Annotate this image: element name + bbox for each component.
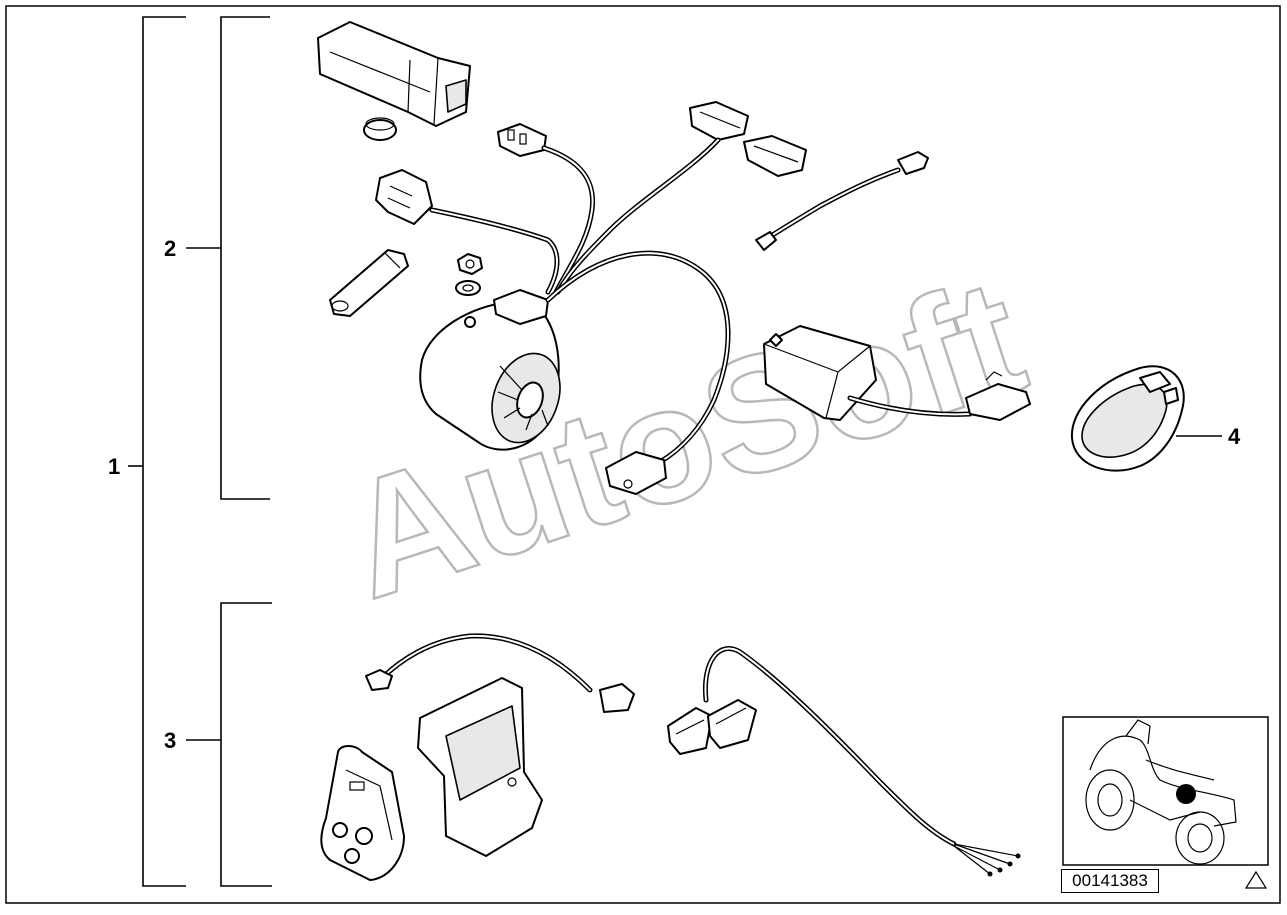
dual-multipin-connector xyxy=(689,101,807,177)
sensor-lead xyxy=(755,151,929,251)
callout-4[interactable]: 4 xyxy=(1228,424,1241,449)
diagram-frame xyxy=(5,5,1281,904)
siren-connector xyxy=(605,451,667,495)
warning-triangle-icon xyxy=(1244,870,1268,889)
motorcycle-outline xyxy=(1085,719,1237,865)
rubber-cap xyxy=(363,117,397,141)
loom-plug-right xyxy=(599,683,635,713)
rubber-mount xyxy=(320,745,405,881)
location-marker xyxy=(1176,784,1196,804)
nut xyxy=(457,253,483,275)
watermark: AutoSoft xyxy=(323,242,1045,635)
remote-fob xyxy=(1070,365,1185,472)
mount-bolts xyxy=(332,822,373,864)
connector-cable xyxy=(429,207,560,295)
alarm-siren xyxy=(419,289,561,451)
diagram-number: 00141383 xyxy=(1061,869,1159,893)
connector-set xyxy=(667,699,757,755)
loom-plug-left xyxy=(365,669,393,691)
bracket-group-1 xyxy=(128,16,186,887)
wire-ends xyxy=(953,843,1021,877)
diagnostic-connector xyxy=(375,169,433,225)
callout-2[interactable]: 2 xyxy=(164,236,176,261)
washer xyxy=(455,280,481,296)
locator-thumbnail xyxy=(1062,716,1269,866)
two-pin-plug xyxy=(497,123,547,157)
module-connector xyxy=(965,371,1031,421)
callout-1[interactable]: 1 xyxy=(108,454,120,479)
bracket-group-2 xyxy=(186,16,270,500)
battery-module xyxy=(317,21,471,127)
svg-text:AutoSoft: AutoSoft xyxy=(324,243,1043,633)
mounting-bracket xyxy=(417,677,543,857)
long-cable xyxy=(702,646,957,847)
callout-3[interactable]: 3 xyxy=(164,728,176,753)
bracket-group-3 xyxy=(186,602,272,887)
key-cylinder xyxy=(329,249,409,317)
